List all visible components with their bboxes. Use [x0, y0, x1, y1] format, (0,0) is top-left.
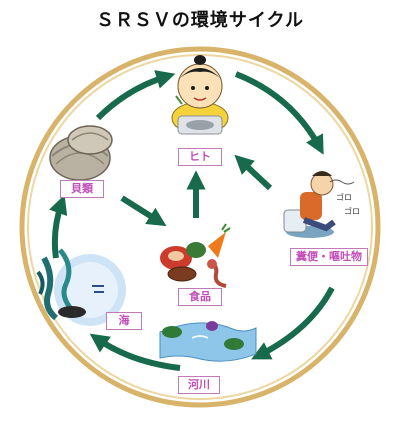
human-illustration — [171, 55, 229, 135]
label-human: ヒト — [178, 148, 222, 166]
arrow-waste-to-river — [251, 286, 335, 360]
shellfish-illustration — [49, 125, 113, 181]
waste-illustration: ゴロ ゴロ — [283, 171, 360, 238]
label-food: 食品 — [178, 288, 222, 306]
label-river: 河川 — [178, 376, 220, 394]
food-illustration — [160, 223, 231, 288]
svg-text:ゴロ: ゴロ — [344, 206, 360, 216]
svg-text:ゴロ: ゴロ — [336, 192, 352, 202]
arrow-shellfish-to-food — [120, 195, 167, 227]
arrow-human-to-waste — [234, 71, 324, 155]
arrow-sea-to-shellfish — [49, 194, 68, 259]
arrow-shellfish-to-human — [95, 70, 176, 121]
label-shellfish: 貝類 — [60, 180, 104, 198]
page-title: ＳＲＳＶの環境サイクル — [95, 10, 305, 31]
arrow-river-to-sea — [89, 333, 181, 371]
label-waste: 糞便・嘔吐物 — [290, 248, 368, 266]
arrow-waste-to-human — [234, 154, 273, 191]
river-illustration — [159, 321, 257, 362]
label-sea: 海 — [106, 312, 142, 330]
sea-illustration — [36, 248, 126, 326]
